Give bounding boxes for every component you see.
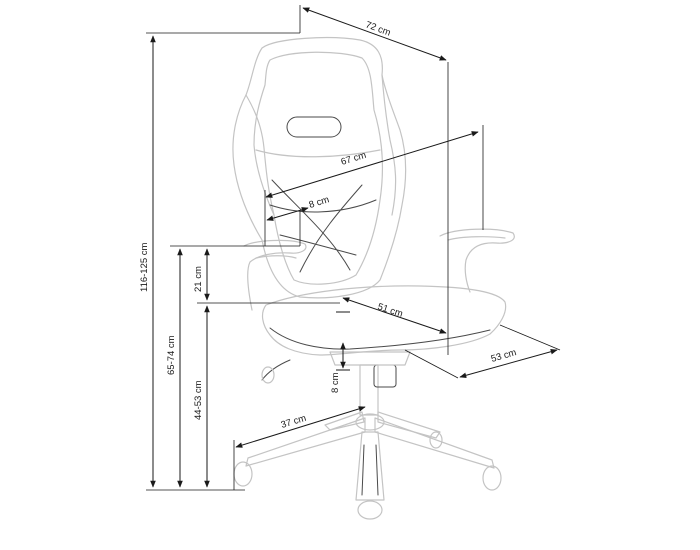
right-armrest-pad xyxy=(447,236,506,241)
label-seat-depth: 51 cm xyxy=(376,301,404,319)
base-leg-front-detail xyxy=(361,444,379,496)
arrow-armrest-width xyxy=(266,207,309,221)
base-leg-back-right xyxy=(377,411,441,439)
left-wing-rib xyxy=(245,94,275,216)
arrow-seat-width xyxy=(459,348,558,379)
base-leg-right xyxy=(374,417,495,469)
label-armrest-width: 8 cm xyxy=(308,194,331,211)
caster-front xyxy=(357,500,383,520)
label-width-back: 67 cm xyxy=(340,150,368,168)
caster-right xyxy=(482,465,502,491)
base-leg-back-left xyxy=(324,411,365,431)
right-wing-rib xyxy=(381,74,397,216)
arrow-width-back xyxy=(265,131,479,198)
label-total-height: 116-125 cm xyxy=(139,242,150,292)
caster-back-right xyxy=(429,431,443,449)
label-gas-lift: 8 cm xyxy=(330,372,341,393)
arrow-width-top xyxy=(302,7,447,61)
label-armrest-height: 21 cm xyxy=(193,266,204,292)
base-leg-front xyxy=(355,431,385,501)
ext-53-left xyxy=(404,349,459,379)
backrest-x-lattice xyxy=(269,179,377,273)
seat-cushion xyxy=(261,285,507,356)
dimension-arrows xyxy=(150,7,558,488)
label-armrest-floor-height: 65-74 cm xyxy=(166,335,177,375)
seat-mechanism xyxy=(329,351,411,366)
seat-front-edge xyxy=(269,327,491,350)
tilt-lever xyxy=(261,359,291,381)
left-armrest-pad xyxy=(255,255,297,259)
casters xyxy=(233,366,502,520)
extension-lines xyxy=(146,5,561,491)
caster-left xyxy=(233,461,253,487)
gas-lift-cap xyxy=(373,364,397,388)
backrest-outline xyxy=(232,37,407,299)
right-armrest xyxy=(439,228,515,293)
backrest-inner-panel xyxy=(253,51,384,285)
left-armrest xyxy=(243,239,307,311)
headrest-pillow xyxy=(286,116,342,138)
arrow-seat-depth xyxy=(342,297,447,334)
ext-53-right xyxy=(499,324,561,351)
caster-back-left xyxy=(261,366,275,384)
label-base-radius: 37 cm xyxy=(280,413,308,431)
label-seat-height: 44-53 cm xyxy=(193,380,204,420)
chair-illustration xyxy=(232,37,515,520)
arrow-base-radius xyxy=(235,406,366,448)
